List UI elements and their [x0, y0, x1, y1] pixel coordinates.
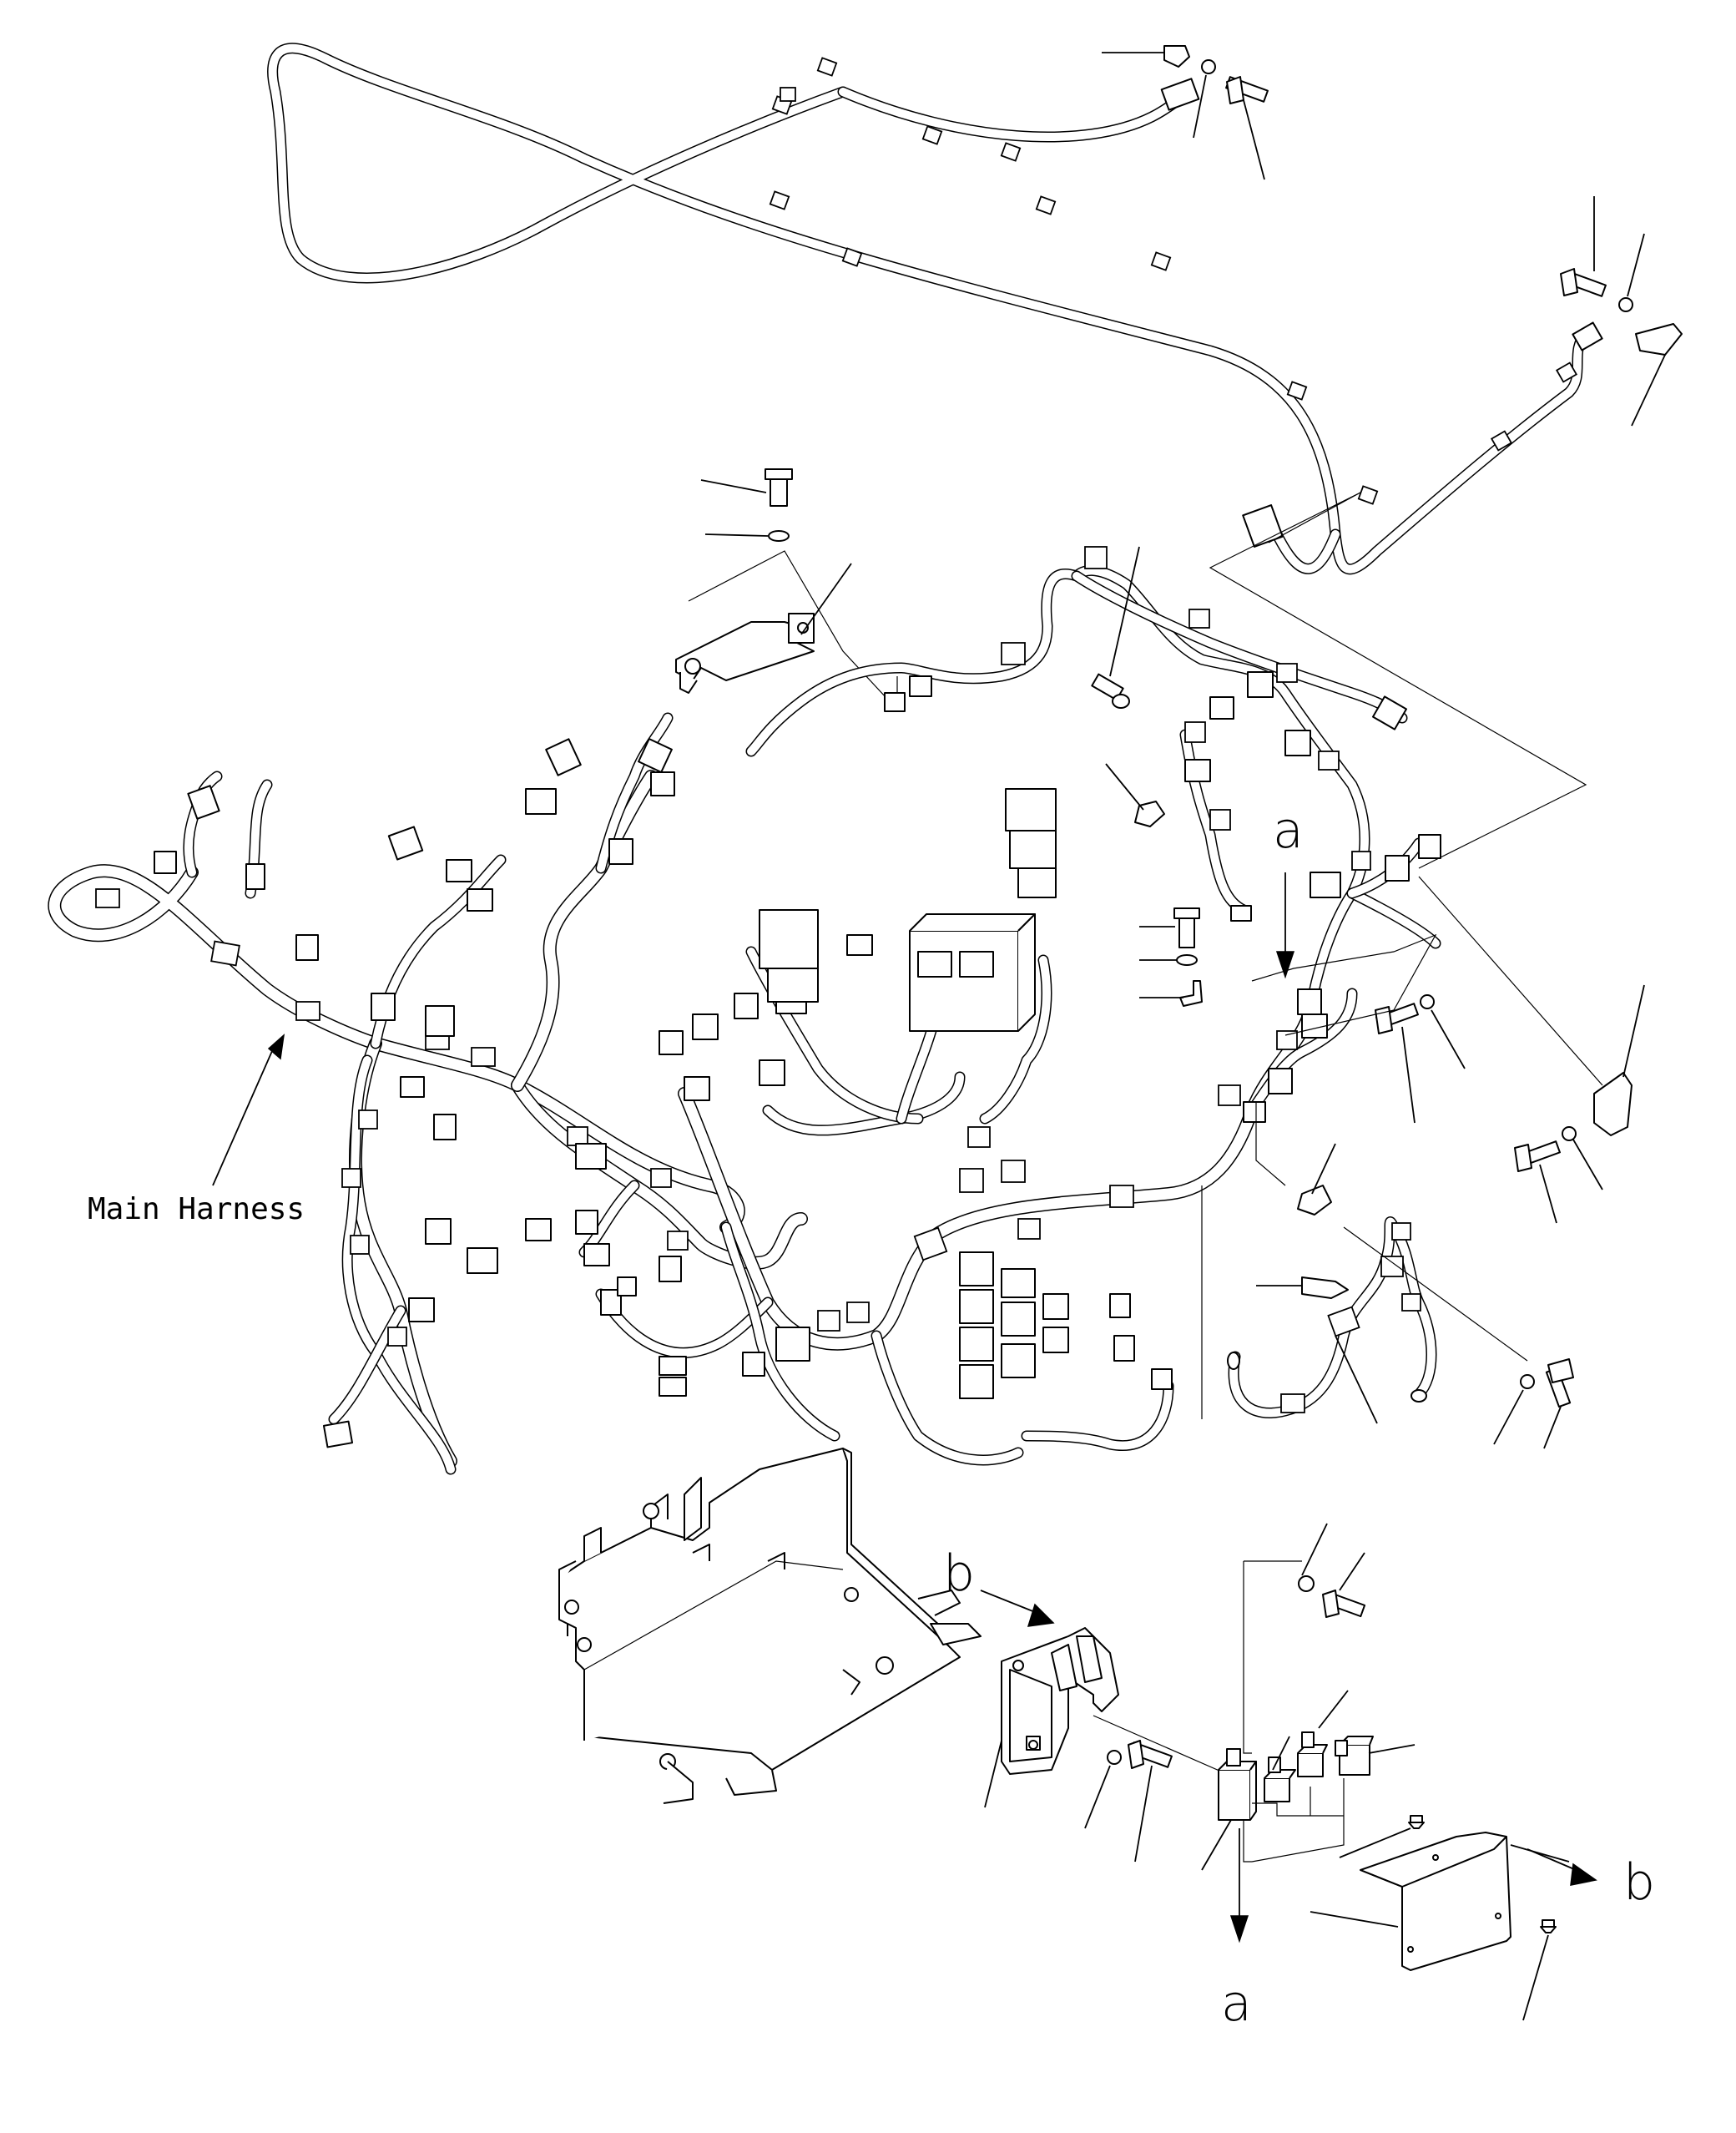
center-fasteners — [1139, 907, 1203, 1007]
main-harness-label: Main Harness — [88, 1192, 305, 1226]
ref-a-bottom-label: a — [1221, 1974, 1252, 2033]
battery-cable — [1201, 1102, 1574, 1449]
upper-clip-bracket — [1102, 45, 1269, 180]
bracket-upper — [675, 468, 898, 711]
upper-harness — [267, 43, 1603, 575]
main-harness-callout: Main Harness — [88, 1034, 305, 1226]
relay-cover: b — [1310, 1815, 1655, 2021]
ref-a-top: a — [1273, 801, 1304, 979]
ref-b-left: b — [943, 1544, 1055, 1627]
sensor-switch — [1091, 546, 1165, 827]
upper-right-fasteners — [1560, 196, 1683, 427]
ref-b-right-label: b — [1623, 1853, 1655, 1912]
fuse-relay-bracket — [558, 1448, 982, 1804]
relays — [1201, 1523, 1416, 1871]
ref-a-top-label: a — [1273, 801, 1304, 860]
relay-mounting-plate — [984, 1627, 1228, 1863]
ref-a-bottom: a — [1221, 1828, 1252, 2033]
ref-b-left-label: b — [943, 1544, 975, 1603]
right-fasteners — [1209, 492, 1645, 1224]
main-harness — [48, 546, 1441, 1475]
